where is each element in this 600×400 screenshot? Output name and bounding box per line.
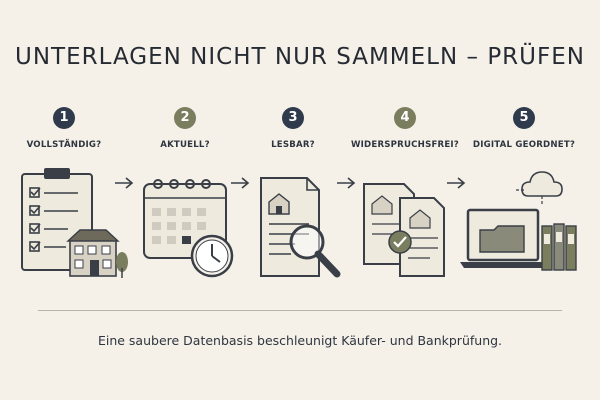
footer-caption: Eine saubere Datenbasis beschleunigt Käu… bbox=[97, 333, 503, 348]
document-magnifier-icon bbox=[260, 177, 341, 278]
step-5: 5 DIGITAL GEORDNET? bbox=[464, 107, 584, 150]
divider bbox=[38, 310, 562, 311]
documents-check-icon bbox=[363, 183, 445, 277]
step-label: LESBAR? bbox=[271, 140, 315, 150]
arrow-right-icon bbox=[231, 177, 250, 189]
page-title: UNTERLAGEN NICHT NUR SAMMELN – PRÜFEN bbox=[15, 44, 585, 70]
step-number-badge: 3 bbox=[282, 107, 304, 129]
step-2: 2 AKTUELL? bbox=[125, 107, 245, 150]
checklist-house-icon bbox=[21, 168, 128, 278]
step-number-badge: 2 bbox=[174, 107, 196, 129]
calendar-clock-icon bbox=[143, 179, 234, 278]
step-number-badge: 4 bbox=[394, 107, 416, 129]
arrow-right-icon bbox=[115, 177, 134, 189]
step-3: 3 LESBAR? bbox=[233, 107, 353, 150]
step-label: AKTUELL? bbox=[160, 140, 210, 150]
arrow-right-icon bbox=[447, 177, 466, 189]
arrow-right-icon bbox=[337, 177, 356, 189]
step-1: 1 VOLLSTÄNDIG? bbox=[4, 107, 124, 150]
step-label: WIDERSPRUCHSFREI? bbox=[350, 140, 459, 150]
step-label: VOLLSTÄNDIG? bbox=[26, 140, 102, 150]
step-number-badge: 5 bbox=[513, 107, 535, 129]
step-number-badge: 1 bbox=[53, 107, 75, 129]
laptop-cloud-folder-icon bbox=[460, 171, 577, 271]
step-label: DIGITAL GEORDNET? bbox=[472, 140, 576, 150]
step-4: 4 WIDERSPRUCHSFREI? bbox=[345, 107, 465, 150]
